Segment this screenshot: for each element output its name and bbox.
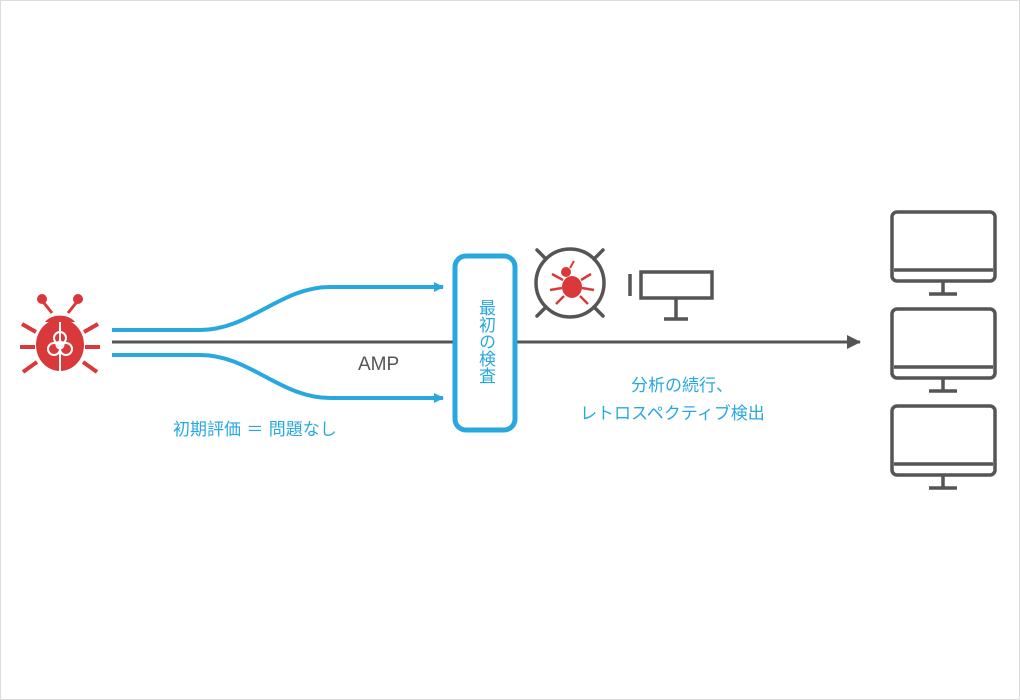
bug-biohazard-icon: [20, 294, 100, 374]
monitor-icon: [890, 404, 997, 490]
initial-inspection-box: [452, 253, 518, 433]
initial-inspection-label: 最初の検査: [475, 298, 495, 384]
crosshair-bug-icon: [534, 247, 606, 319]
amp-label: AMP: [358, 354, 400, 375]
continued-analysis-label: 分析の続行、: [631, 376, 733, 396]
initial-eval-flows: [112, 282, 444, 403]
monitor-icon: [890, 210, 997, 296]
retrospective-detection-label: レトロスペクティブ検出: [580, 404, 765, 424]
sandbox-stand-icon: [628, 270, 714, 321]
initial-eval-label: 初期評価 ＝ 問題なし: [173, 420, 337, 440]
monitor-icon: [890, 307, 997, 393]
